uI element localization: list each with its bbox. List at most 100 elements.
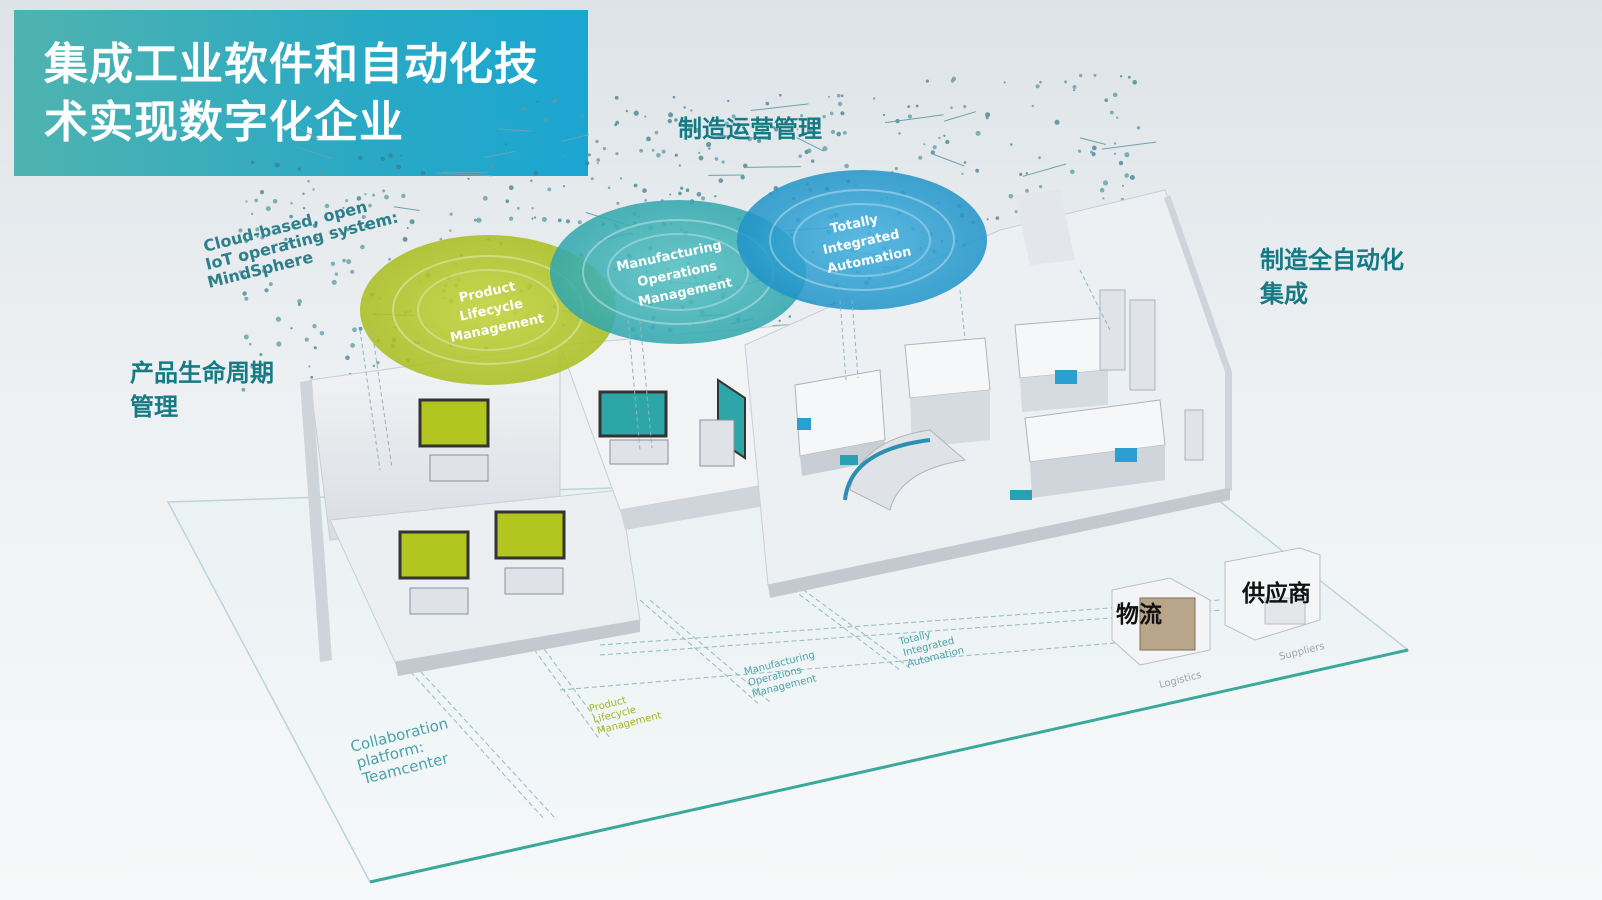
data-dot [531,207,534,210]
data-dot [915,104,919,108]
data-dot [420,170,426,176]
data-dot [607,186,611,190]
data-link [712,134,771,140]
data-dot [557,218,562,223]
data-link [1079,137,1106,145]
data-dot [310,375,314,379]
data-dot [302,207,306,210]
data-dot [796,128,799,131]
data-dot [731,114,736,119]
floor-edge [369,648,1409,884]
data-dot [800,114,804,118]
data-dot [950,106,953,110]
data-dot [521,106,526,112]
data-link [294,125,319,140]
data-dot [616,201,620,205]
data-dot [614,95,619,100]
data-dot [642,188,647,193]
data-dot [248,342,252,346]
data-dot [830,129,836,135]
floor-cable-traces [399,579,1223,821]
data-dot [975,168,979,173]
data-dot [275,316,281,322]
data-dot [614,123,618,127]
data-dot [986,218,989,221]
data-dot [811,159,815,163]
logistics-building [1111,577,1211,666]
data-dot [907,114,913,119]
data-dot [674,118,678,122]
data-dot [372,193,375,197]
data-dot [668,112,674,118]
data-dot [284,154,287,157]
data-dot [401,193,406,199]
data-dot [727,99,730,103]
data-link [796,137,824,152]
data-dot [250,365,254,369]
data-dot [695,127,700,133]
data-dot [565,219,571,224]
data-dot [685,188,690,192]
data-dot [388,257,391,261]
circle-connectors [359,269,1111,471]
data-dot [342,258,346,263]
data-dot [368,203,372,208]
data-dot [680,186,684,190]
data-dot [644,115,647,118]
data-dot [943,134,946,137]
data-dot [255,227,260,232]
data-dot [816,119,819,123]
data-dot [345,199,349,203]
data-dot [961,172,964,175]
data-dot [1113,152,1117,155]
data-dot [1039,185,1043,189]
data-dot [259,190,265,195]
data-dot [740,175,745,180]
data-dot [319,331,325,336]
data-dot [489,164,494,169]
factory-machines [794,289,1204,511]
data-dot [925,79,930,83]
data-dot [1090,150,1093,154]
data-link [497,128,533,132]
data-dot [315,236,319,240]
data-dot [284,237,288,241]
data-dot [828,95,830,98]
data-dot [264,371,270,377]
data-dot [615,152,619,156]
data-dot [346,227,350,232]
data-dot [721,160,725,164]
data-dot [245,200,248,203]
data-dot [1010,143,1013,146]
data-dot [547,187,552,192]
data-dot [683,106,686,109]
data-dot [312,223,318,228]
data-dot [241,387,246,392]
data-dot [1064,80,1068,84]
data-dot [872,97,876,100]
data-dot [474,218,477,222]
data-dot [331,279,337,285]
data-dot [296,239,300,242]
data-dot [256,235,259,238]
data-dot [290,202,293,205]
data-dot [1099,187,1105,193]
data-dot [651,148,655,152]
data-dot [774,127,779,132]
data-dot [1054,119,1060,125]
data-dot [951,76,957,82]
data-dot [698,151,701,154]
data-dot [1008,193,1014,199]
data-dot [516,206,520,210]
data-dot [297,303,301,306]
data-dot [350,269,355,274]
data-dot [402,236,408,242]
data-dot [595,139,599,144]
data-dot [536,100,539,103]
data-dot [1127,75,1131,79]
data-dot [1035,84,1040,89]
data-dot [238,270,242,274]
data-dot [995,216,1000,220]
data-dot [250,212,254,216]
data-dot [272,199,278,204]
